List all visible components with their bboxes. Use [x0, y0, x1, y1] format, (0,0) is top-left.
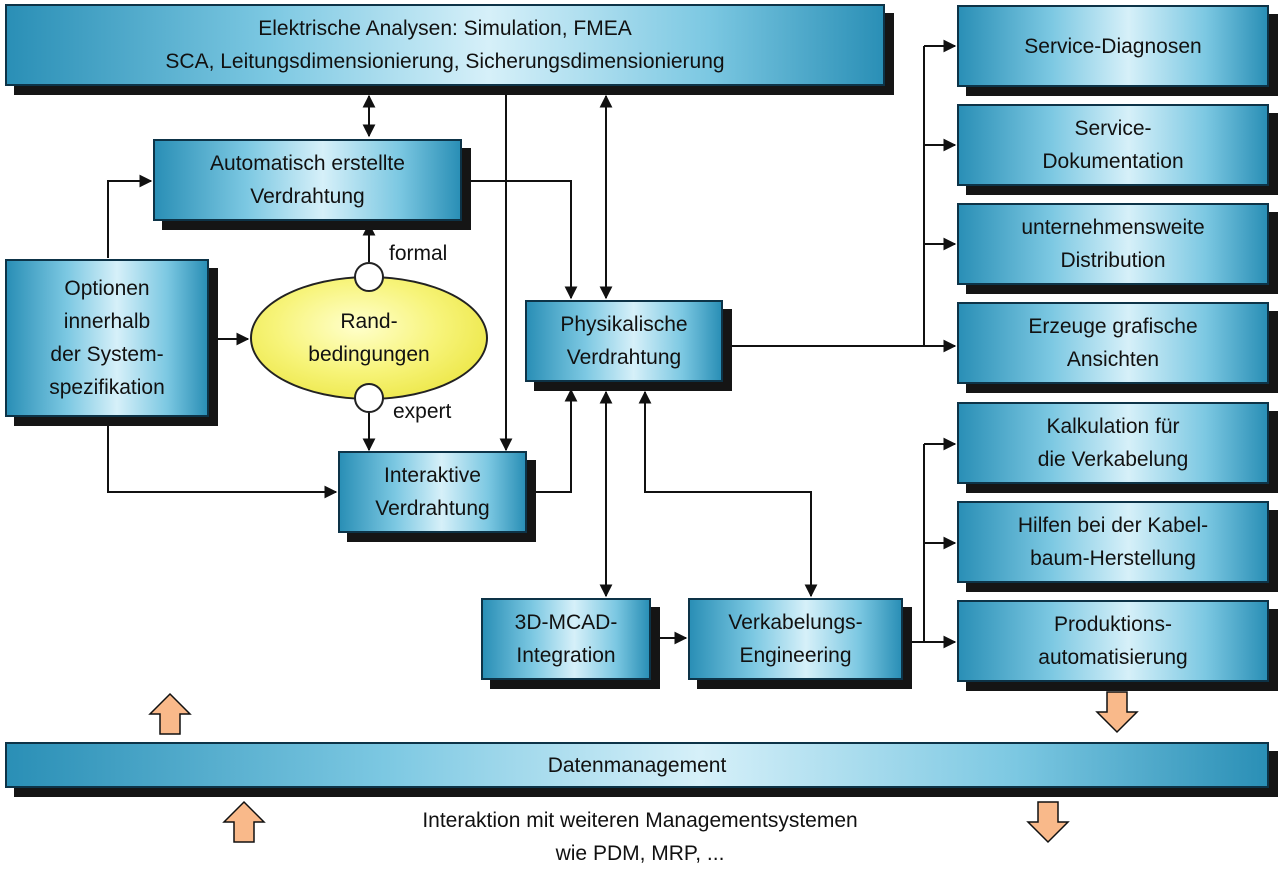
- connector-knob-formal: [354, 262, 384, 292]
- box-line: Service-Diagnosen: [1024, 34, 1202, 58]
- box-line: Interaktive: [384, 464, 481, 487]
- arrow-physikalische-verkabelung: [638, 390, 818, 598]
- up-block-arrow-bottom-left: [222, 800, 266, 843]
- box-line: Automatisch erstellte: [210, 152, 405, 175]
- ellipse-randbedingungen: Rand-bedingungen: [250, 276, 488, 400]
- box-line: Datenmanagement: [547, 753, 727, 777]
- box-line: Dokumentation: [1042, 150, 1184, 173]
- connector-knob-expert: [354, 383, 384, 413]
- box-service-diagnosen: Service-Diagnosen: [957, 5, 1269, 87]
- bottom-caption: Interaktion mit weiteren Managementsyste…: [340, 804, 940, 870]
- box-line: Ansichten: [1066, 348, 1160, 371]
- up-block-arrow-left: [148, 692, 192, 735]
- box-line: Distribution: [1060, 249, 1166, 272]
- box-line: Verdrahtung: [250, 185, 365, 208]
- box-datenmanagement: Datenmanagement: [5, 742, 1269, 788]
- box-line: Verdrahtung: [566, 346, 682, 369]
- box-line: Hilfen bei der Kabel-: [1017, 514, 1209, 537]
- box-line: bedingungen: [308, 343, 430, 366]
- box-line: Optionen: [64, 277, 150, 300]
- down-block-arrow-right: [1095, 691, 1139, 734]
- box-line: der System-: [50, 343, 164, 366]
- box-verkabelungs-engineering: Verkabelungs- Engineering: [688, 598, 903, 680]
- box-line: Integration: [516, 644, 616, 667]
- box-line: innerhalb: [63, 310, 151, 333]
- arrow-automatisch-physikalische: [464, 180, 578, 300]
- label-expert: expert: [393, 400, 452, 423]
- box-line: automatisierung: [1038, 646, 1188, 669]
- arrow-optionen-automatisch: [107, 174, 153, 258]
- box-hilfen-kabelbaum: Hilfen bei der Kabel-baum-Herstellung: [957, 501, 1269, 583]
- caption-line: Interaktion mit weiteren Managementsyste…: [422, 809, 858, 832]
- box-line: spezifikation: [49, 376, 165, 399]
- box-line: Rand-: [340, 310, 398, 333]
- label-formal: formal: [389, 242, 448, 265]
- box-line: unternehmensweite: [1021, 216, 1205, 239]
- box-3d-mcad-integration: 3D-MCAD- Integration: [481, 598, 651, 680]
- box-line: Elektrische Analysen: Simulation, FMEA: [258, 17, 632, 40]
- box-line: Service-: [1074, 117, 1152, 140]
- box-line: baum-Herstellung: [1030, 547, 1196, 570]
- box-line: Verkabelungs-: [728, 611, 863, 634]
- box-line: die Verkabelung: [1037, 448, 1189, 471]
- box-optionen: Optionen innerhalb der System-spezifikatio…: [5, 259, 209, 417]
- caption-line: wie PDM, MRP, ...: [555, 842, 725, 865]
- arrow-interaktive-physikalische: [528, 388, 578, 493]
- box-service-dokumentation: Service- Dokumentation: [957, 104, 1269, 186]
- box-line: Physikalische: [560, 313, 688, 336]
- arrow-optionen-interaktive: [107, 418, 338, 499]
- box-line: Produktions-: [1054, 613, 1172, 636]
- box-elektrische-analysen: Elektrische Analysen: Simulation, FMEA SC…: [5, 4, 885, 86]
- box-produktionsautomatisierung: Produktions-automatisierung: [957, 600, 1269, 682]
- box-line: SCA, Leitungsdimensionierung, Sicherungs…: [165, 50, 725, 73]
- box-line: Engineering: [739, 644, 852, 667]
- box-line: Erzeuge grafische: [1028, 315, 1198, 338]
- box-kalkulation: Kalkulation für die Verkabelung: [957, 402, 1269, 484]
- box-line: Verdrahtung: [375, 497, 490, 520]
- down-block-arrow-bottom-right: [1026, 801, 1070, 844]
- box-line: 3D-MCAD-: [514, 611, 618, 634]
- box-line: Kalkulation für: [1046, 415, 1180, 438]
